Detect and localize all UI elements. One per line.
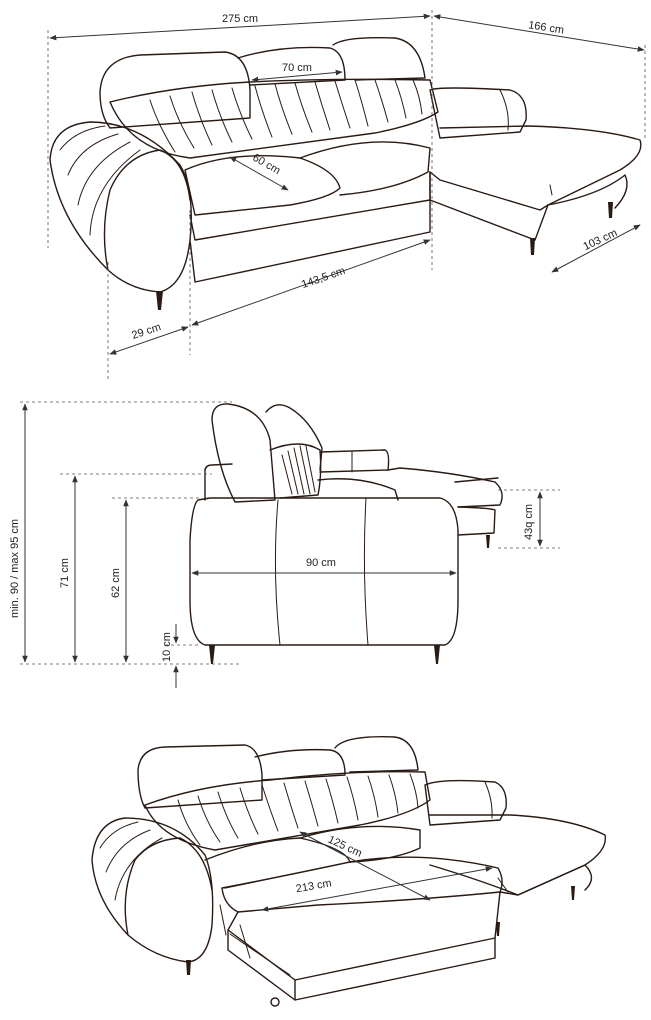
label-height-range: min. 90 / max 95 cm	[9, 519, 21, 618]
top-view-sofa	[49, 36, 642, 310]
bed-view-sofa	[91, 736, 607, 1007]
side-view-dimensions: min. 90 / max 95 cm 71 cm 62 cm 10 cm 90…	[9, 401, 560, 688]
label-width-total: 275 cm	[222, 13, 258, 25]
label-chaise-depth: 103 cm	[581, 227, 619, 253]
label-seat-height: 62 cm	[110, 568, 122, 598]
label-seat-width: 143,5 cm	[300, 265, 347, 291]
label-depth: 90 cm	[306, 557, 336, 569]
label-headrest-width: 70 cm	[282, 62, 312, 74]
side-view-sofa	[189, 403, 503, 664]
label-armrest-width: 29 cm	[130, 321, 162, 342]
label-bed-length: 213 cm	[295, 877, 333, 895]
bed-view-dimensions: 125 cm 213 cm	[261, 831, 493, 912]
label-back-height: 71 cm	[59, 558, 71, 588]
label-leg-height: 10 cm	[161, 632, 173, 662]
label-chaise-width: 166 cm	[527, 19, 565, 36]
label-chaise-height: 43q cm	[523, 504, 535, 540]
